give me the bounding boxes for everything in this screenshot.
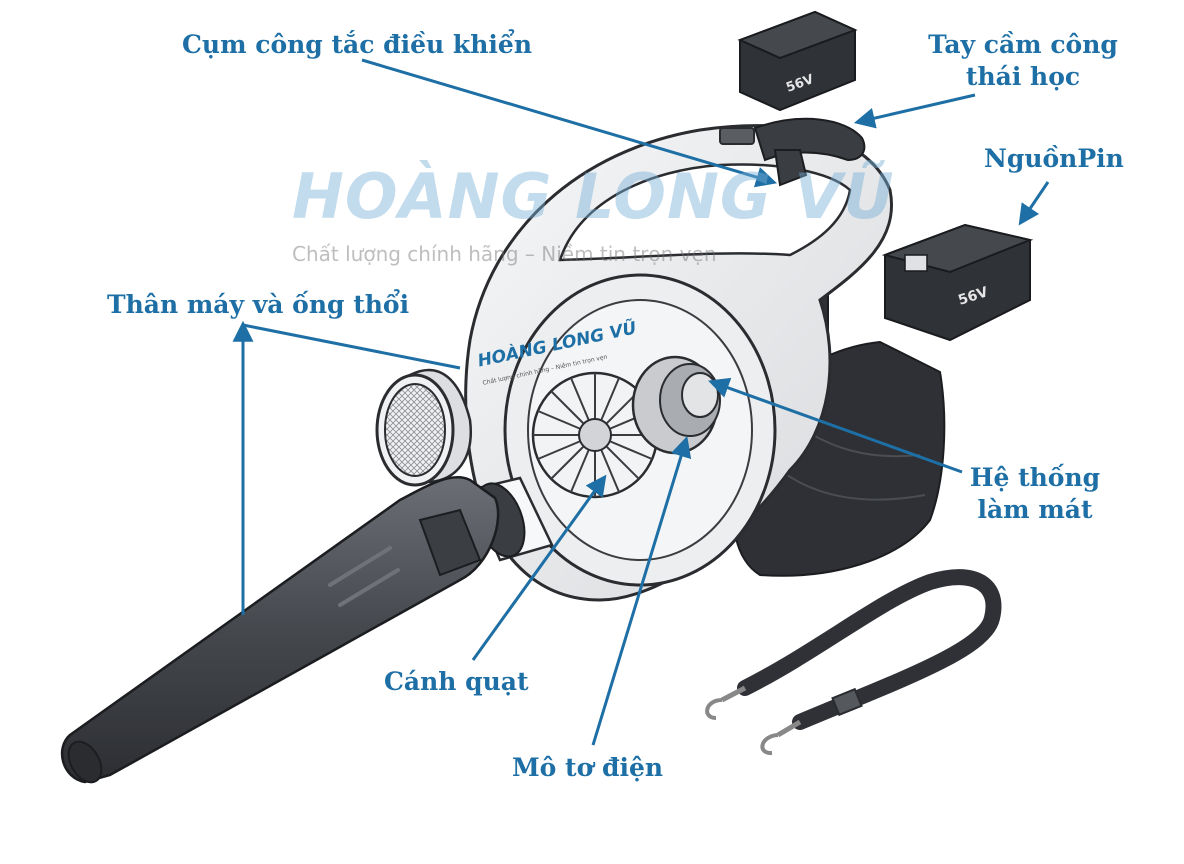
battery-pack-mounted: 56V	[740, 0, 855, 110]
leader-battery	[1021, 182, 1048, 222]
label-handle: Tay cầm công thái học	[918, 29, 1128, 93]
label-control-switch: Cụm công tắc điều khiển	[182, 29, 532, 61]
leader-handle	[858, 95, 975, 122]
label-fan: Cánh quạt	[384, 666, 529, 698]
label-cooling-line1: Hệ thống	[955, 462, 1115, 494]
label-handle-line2: thái học	[918, 61, 1128, 93]
leader-body-horizontal	[243, 325, 460, 368]
label-battery: NguồnPin	[984, 143, 1124, 175]
label-motor: Mô tơ điện	[512, 752, 663, 784]
label-cooling: Hệ thống làm mát	[955, 462, 1115, 526]
label-body-tube: Thân máy và ống thổi	[107, 289, 409, 321]
shoulder-strap	[707, 577, 993, 753]
label-handle-line1: Tay cầm công	[918, 29, 1128, 61]
battery-pack-spare: 56V	[885, 225, 1030, 340]
watermark-slogan: Chất lượng chính hãng – Niềm tin trọn vẹ…	[292, 242, 717, 266]
rear-mesh-intake	[377, 370, 471, 485]
label-cooling-line2: làm mát	[955, 494, 1115, 526]
watermark-brand: HOÀNG LONG VŨ	[292, 160, 895, 233]
blower-nozzle	[62, 477, 498, 788]
